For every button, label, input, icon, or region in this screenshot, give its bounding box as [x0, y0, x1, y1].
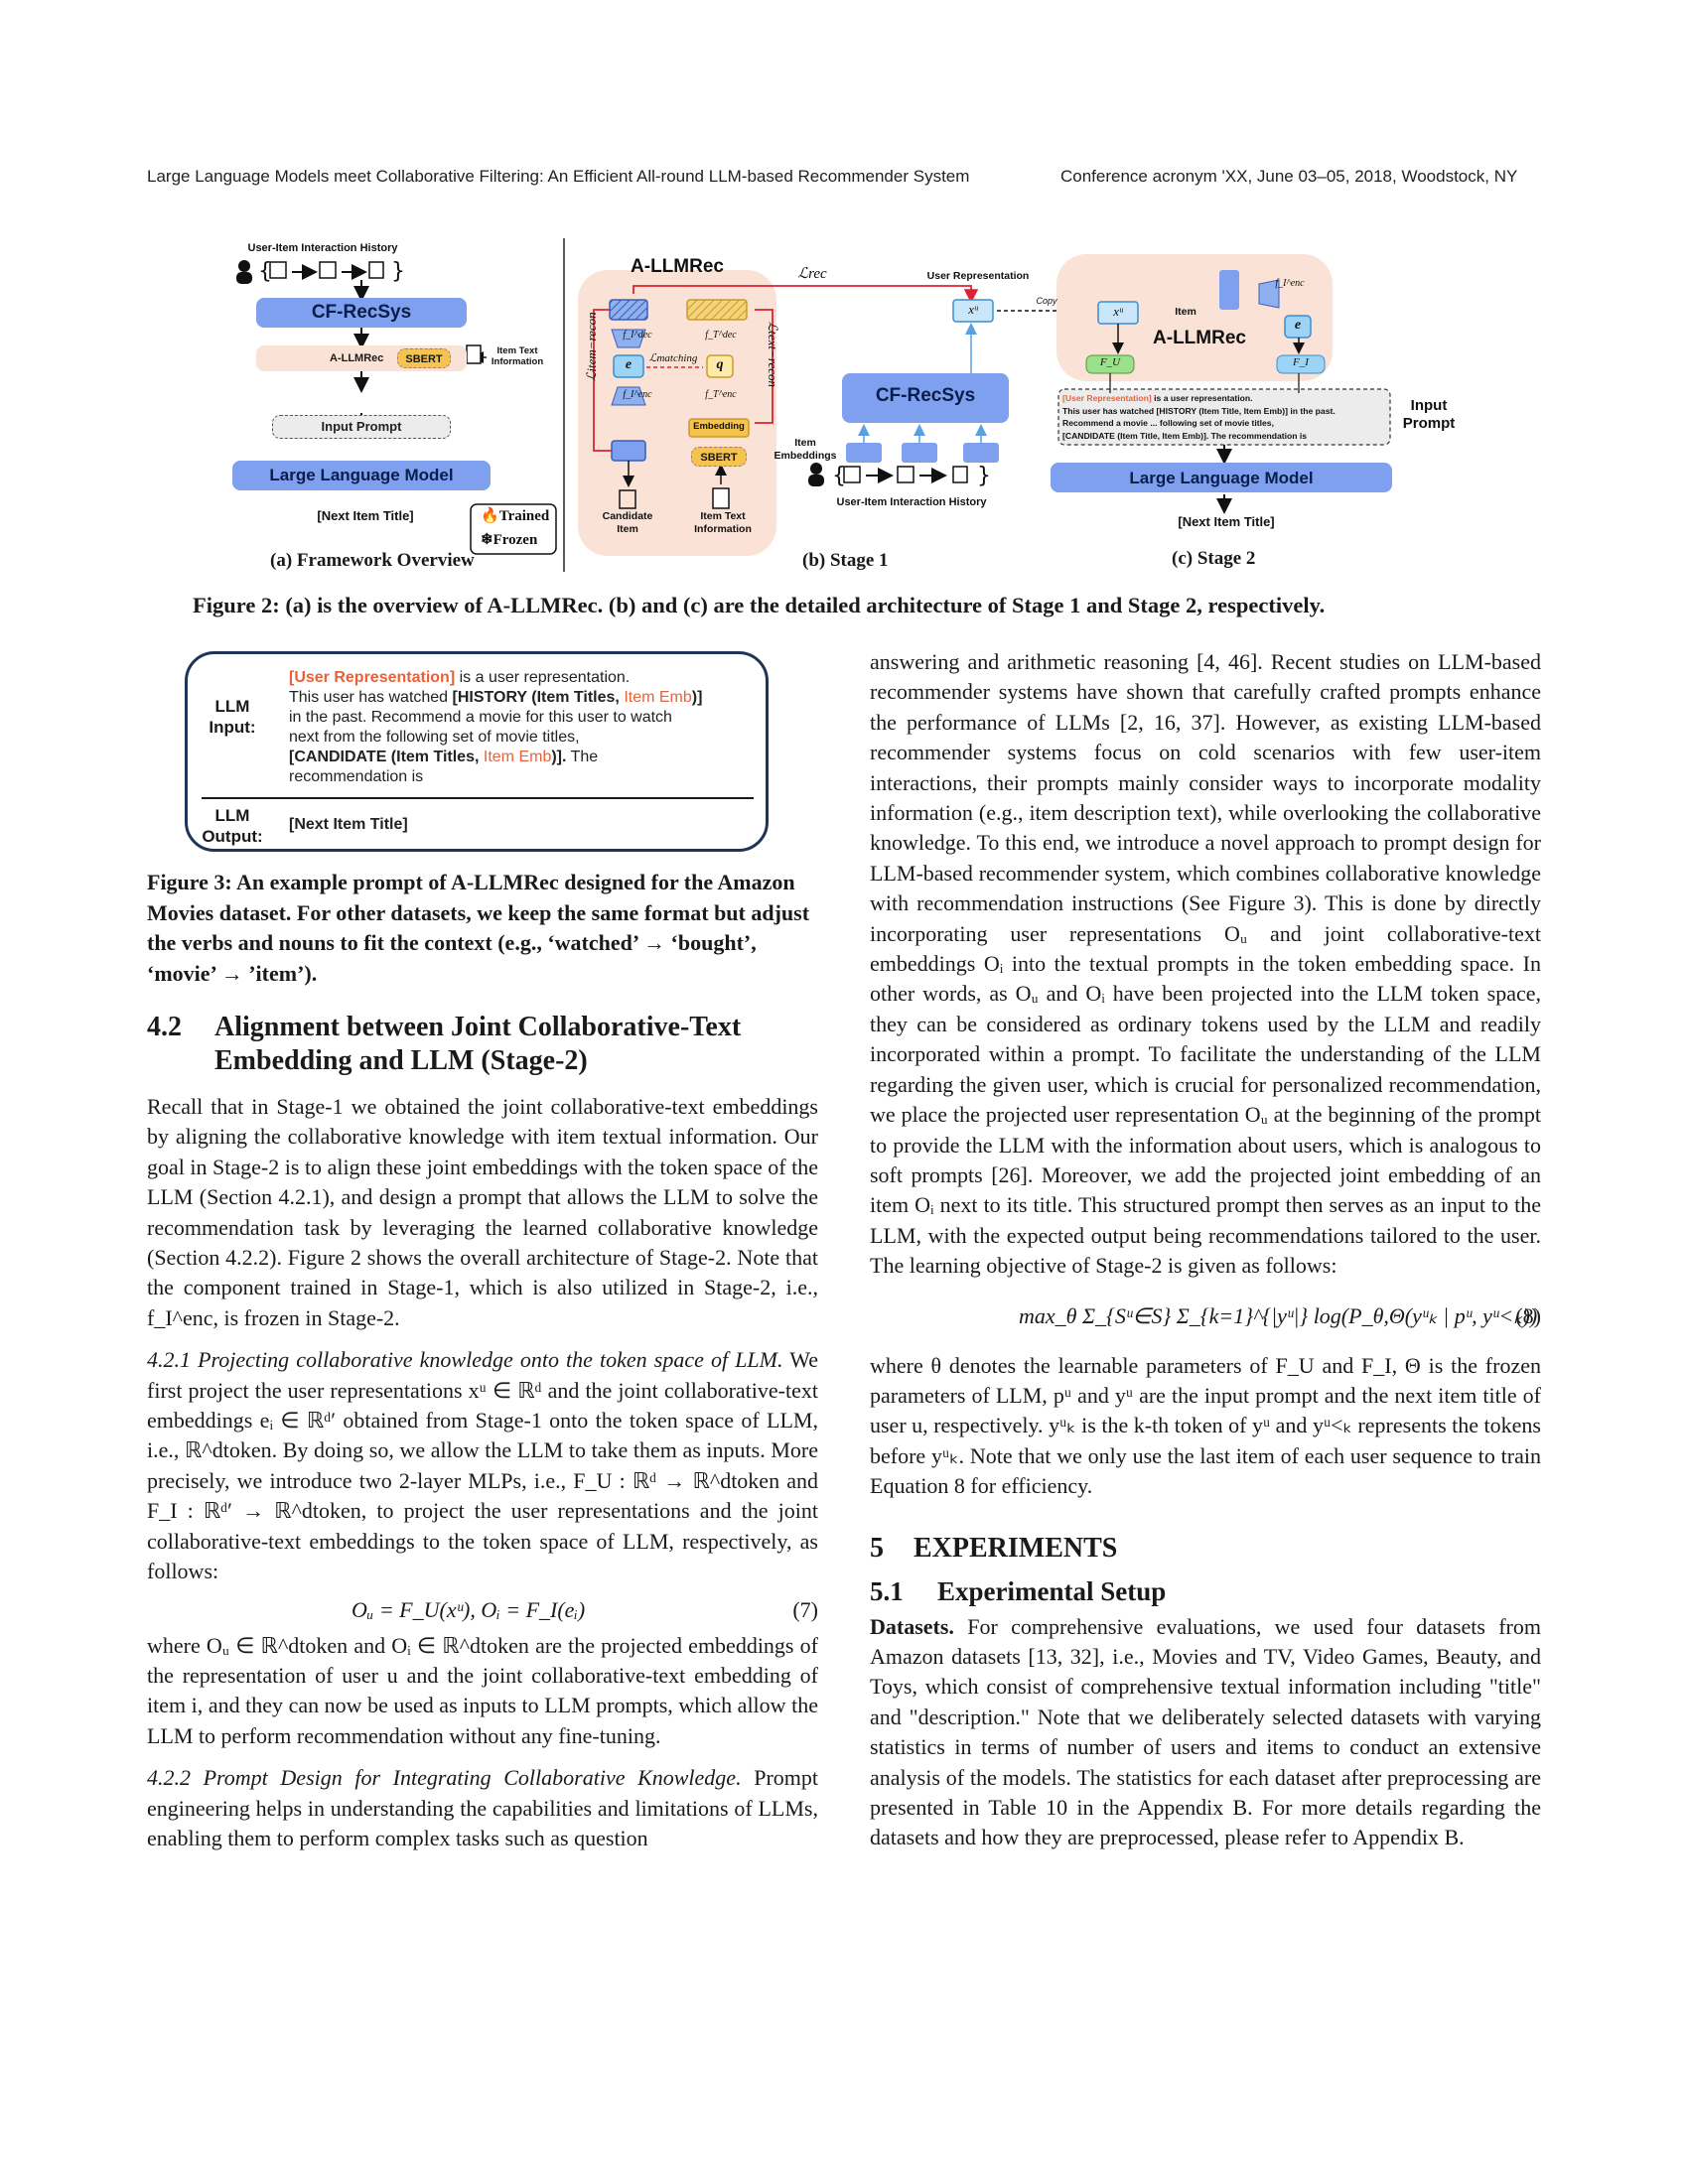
panel-a-input-prompt: Input Prompt: [272, 415, 451, 439]
panel-a-item-text: Item Text Information: [491, 345, 544, 367]
para-prompt-design: answering and arithmetic reasoning [4, 4…: [870, 649, 1541, 1279]
panel-a-llm: Large Language Model: [232, 461, 491, 490]
panel-b-l-matching: ℒmatching: [648, 352, 698, 364]
fire-icon: 🔥: [481, 508, 499, 524]
panel-b-xu: xᵘ: [968, 302, 978, 317]
svg-text:}: }: [977, 464, 991, 488]
para-objective-explanation: where θ denotes the learnable parameters…: [870, 1352, 1541, 1499]
panel-a-sbert: SBERT: [397, 348, 451, 368]
panel-b-item-embeddings: Item Embeddings: [774, 437, 837, 462]
llm-input-text: [User Representation] is a user represen…: [289, 669, 703, 785]
legend-frozen: ❄Frozen: [481, 532, 538, 548]
panel-b-sbert: SBERT: [691, 447, 747, 467]
equation-8: max_θ Σ_{Sᵘ∈S} Σ_{k=1}^{|yᵘ|} log(P_θ,Θ(…: [1019, 1302, 1541, 1328]
figure-3-prompt-box: LLM Input: [User Representation] is a us…: [185, 651, 769, 852]
figure-3-caption: Figure 3: An example prompt of A-LLMRec …: [147, 870, 810, 986]
equation-7: Oᵤ = F_U(xᵘ), Oᵢ = F_I(eᵢ) (7): [352, 1596, 818, 1622]
panel-b-sublabel: (b) Stage 1: [802, 550, 889, 571]
running-header-right: Conference acronym 'XX, June 03–05, 2018…: [1060, 167, 1518, 186]
right-column-text: answering and arithmetic reasoning [4, 4…: [870, 647, 1541, 1853]
panel-a-sublabel: (a) Framework Overview: [270, 550, 475, 571]
panel-b-f-enc-i: f_I^enc: [623, 389, 652, 400]
para-datasets: Datasets. For comprehensive evaluations,…: [870, 1613, 1541, 1850]
llm-input-label: LLM Input:: [209, 697, 256, 737]
panel-a-cf-recsys: CF-RecSys: [256, 298, 467, 328]
panel-b-copy: Copy: [1036, 296, 1057, 306]
snowflake-icon: ❄: [481, 532, 493, 548]
panel-b-f-dec-i: f_I^dec: [623, 330, 652, 341]
llm-output-text: [Next Item Title]: [289, 816, 408, 833]
figure-2-caption: Figure 2: (a) is the overview of A-LLMRe…: [193, 593, 1326, 617]
panel-c-next-item: [Next Item Title]: [1178, 514, 1275, 529]
panel-c-allmrec: A-LLMRec: [1153, 328, 1246, 348]
running-header-left: Large Language Models meet Collaborative…: [147, 167, 970, 186]
figure-2-diagram: { }: [236, 238, 1392, 572]
panel-c-sublabel: (c) Stage 2: [1172, 548, 1256, 569]
para-4-2-2: 4.2.2 Prompt Design for Integrating Coll…: [147, 1765, 818, 1850]
para-projected-embeddings: where Oᵤ ∈ ℝ^dtoken and Oᵢ ∈ ℝ^dtoken ar…: [147, 1632, 818, 1748]
llm-output-label: LLM Output:: [202, 806, 263, 846]
prompt-divider: [202, 797, 754, 799]
panel-c-fu: F_U: [1099, 356, 1121, 368]
svg-text:}: }: [391, 259, 405, 284]
panel-b-f-dec-t: f_T^dec: [705, 330, 737, 341]
panel-b-q: q: [716, 357, 724, 372]
panel-c-fi: F_I: [1293, 356, 1309, 368]
panel-b-l-rec: ℒrec: [797, 266, 827, 282]
panel-a-next-item: [Next Item Title]: [317, 508, 414, 523]
panel-b-allmrec: A-LLMRec: [631, 256, 724, 277]
panel-c-f-enc: f_I^enc: [1275, 278, 1305, 289]
panel-b-user-rep: User Representation: [926, 270, 1030, 282]
svg-text:{: {: [258, 259, 272, 284]
panel-b-l-item-recon: ℒitem−recon: [584, 312, 599, 381]
legend-trained: 🔥Trained: [481, 508, 550, 524]
para-stage2-intro: Recall that in Stage-1 we obtained the j…: [147, 1094, 818, 1330]
panel-b-e: e: [625, 357, 633, 372]
panel-c-e: e: [1294, 318, 1302, 333]
panel-b-f-enc-t: f_T^enc: [705, 389, 737, 400]
panel-a-history-label: User-Item Interaction History: [247, 242, 398, 254]
panel-c-llm: Large Language Model: [1129, 469, 1314, 487]
panel-c-prompt: [User Representation] is a user represen…: [1062, 393, 1336, 441]
section-4-2-heading: 4.2 Alignment between Joint Collaborativ…: [147, 1012, 742, 1076]
panel-b-cf-recsys: CF-RecSys: [875, 385, 976, 406]
figure-2: { }: [147, 234, 1547, 580]
panel-b-item-text: Item Text Information: [694, 510, 752, 535]
panel-c-item: Item: [1175, 306, 1196, 318]
panel-b-candidate-item: Candidate Item: [602, 510, 653, 535]
panel-b-history-label: User-Item Interaction History: [836, 496, 987, 508]
para-4-2-1: 4.2.1 Projecting collaborative knowledge…: [147, 1347, 818, 1584]
panel-b-l-text-recon: ℒtext−recon: [766, 322, 780, 388]
panel-c-input-prompt: Input Prompt: [1402, 397, 1456, 432]
left-column-text: Recall that in Stage-1 we obtained the j…: [147, 1092, 818, 1853]
panel-b-embedding: Embedding: [693, 421, 745, 432]
svg-text:{: {: [832, 464, 846, 488]
panel-c-xu: xᵘ: [1113, 304, 1123, 319]
